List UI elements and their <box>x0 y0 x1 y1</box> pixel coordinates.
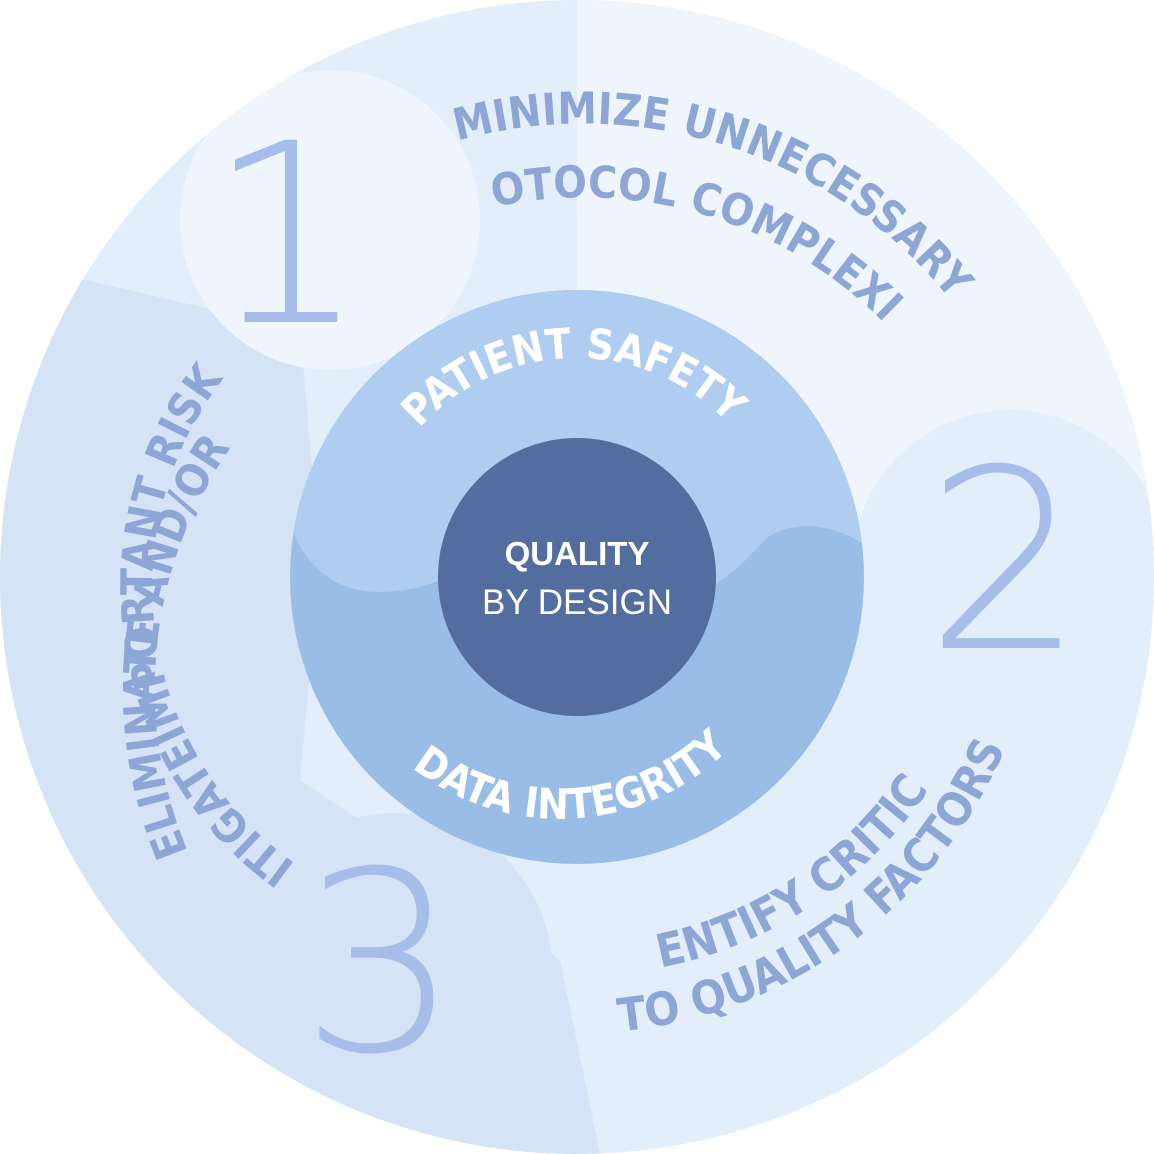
step-3-number: 3 <box>300 818 459 1109</box>
step-2-bubble <box>852 410 1154 726</box>
step-3-bubble <box>238 813 552 1127</box>
step-1-bubble <box>180 70 480 370</box>
core-subtitle: BY DESIGN <box>482 583 672 622</box>
step-1-number: 1 <box>207 90 366 381</box>
step-2-number: 2 <box>925 416 1084 707</box>
core-title: QUALITY <box>505 535 650 572</box>
core-circle <box>438 438 716 716</box>
